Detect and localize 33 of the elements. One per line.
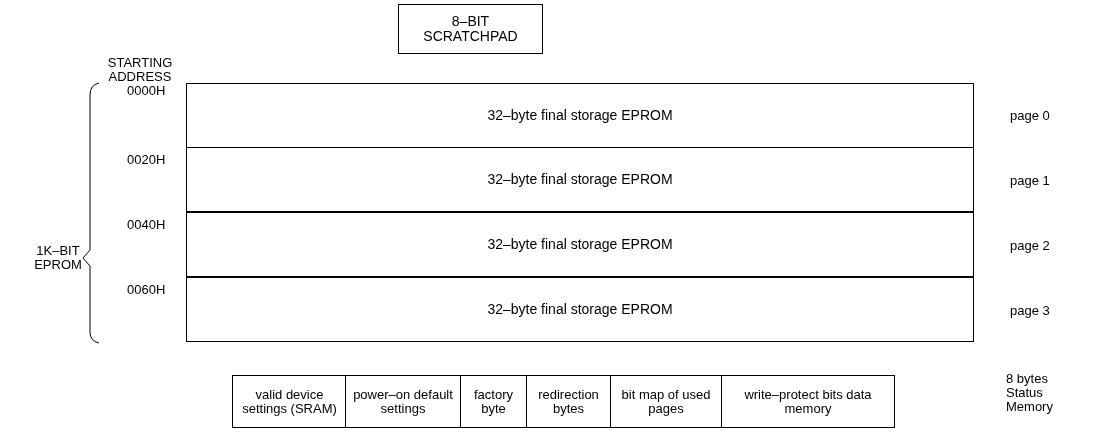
address-label: 0000H: [127, 84, 166, 98]
node-text: 32–byte final storage EPROM: [487, 302, 673, 317]
status-byte-cell: [721, 375, 895, 428]
heading: STARTING ADDRESS: [106, 56, 174, 84]
memory-page-row: [186, 83, 974, 148]
status-byte-cell: [460, 375, 527, 428]
scratchpad-box: [398, 4, 543, 54]
address-label: 0060H: [127, 283, 166, 297]
status-byte-cell: [345, 375, 461, 428]
node-text: 32–byte final storage EPROM: [487, 237, 673, 252]
memory-page-row: [186, 277, 974, 342]
status-memory-label: 8 bytes Status Memory: [1006, 372, 1054, 414]
page-label: page 1: [1010, 173, 1050, 188]
node-text: write–protect bits data memory: [743, 387, 873, 416]
page-label: page 3: [1010, 303, 1050, 318]
status-byte-cell: [610, 375, 722, 428]
address-label: 0040H: [127, 218, 166, 232]
address-label: 0020H: [127, 153, 166, 167]
memory-page-row: [186, 147, 974, 212]
node-text: factory byte: [473, 387, 514, 416]
page-label: page 2: [1010, 238, 1050, 253]
node-text: 8–BIT SCRATCHPAD: [422, 14, 519, 44]
node-text: 32–byte final storage EPROM: [487, 172, 673, 187]
node-text: bit map of used pages: [620, 387, 712, 416]
node-text: 32–byte final storage EPROM: [487, 108, 673, 123]
status-byte-cell: [526, 375, 611, 428]
status-byte-cell: [232, 375, 347, 428]
page-label: page 0: [1010, 108, 1050, 123]
node-text: power–on default settings: [352, 387, 454, 416]
node-text: redirection bytes: [537, 387, 600, 416]
brace-label: 1K–BIT EPROM: [33, 244, 83, 272]
memory-page-row: [186, 212, 974, 277]
node-text: valid device settings (SRAM): [241, 387, 338, 416]
